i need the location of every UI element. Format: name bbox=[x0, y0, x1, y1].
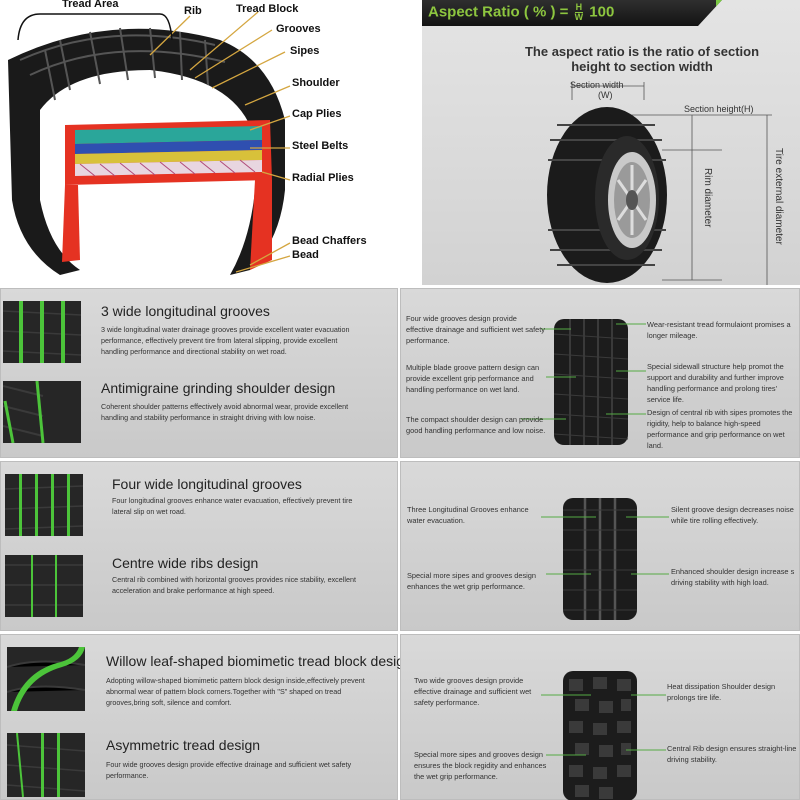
tire-tread-front-2 bbox=[559, 498, 641, 620]
section-width-label: Section width bbox=[570, 80, 624, 90]
feature-panel-3: Willow leaf-shaped biomimetic tread bloc… bbox=[0, 634, 412, 800]
rim-diameter-label: Rim diameter bbox=[702, 168, 713, 228]
feature-desc-2: Coherent shoulder patterns effectively a… bbox=[101, 402, 349, 422]
tire-side-view-illustration bbox=[547, 82, 772, 285]
tread-image-shoulder bbox=[3, 381, 81, 443]
label-bead-chaffers: Bead Chaffers bbox=[292, 235, 367, 247]
callout-1-left-1: Four wide grooves design provide effecti… bbox=[406, 314, 546, 345]
callout-1-left-2: Multiple blade groove pattern design can… bbox=[406, 363, 540, 394]
tread-image-four-grooves bbox=[5, 474, 83, 536]
callout-3-left-2: Special more sipes and grooves design en… bbox=[414, 750, 547, 781]
label-grooves: Grooves bbox=[276, 23, 321, 35]
tire-external-diameter-label: Tire external diameter bbox=[773, 148, 784, 245]
callout-2-left-2: Special more sipes and grooves design en… bbox=[407, 571, 537, 591]
aspect-ratio-description: The aspect ratio is the ratio of section… bbox=[512, 44, 772, 74]
callout-1-left-3: The compact shoulder design can provide … bbox=[406, 415, 546, 435]
callout-3-right-2: Central Rib design ensures straight-line… bbox=[667, 744, 797, 764]
section-width-symbol: (W) bbox=[598, 90, 613, 100]
callout-2-left-1: Three Longitudinal Grooves enhance water… bbox=[407, 505, 529, 525]
aspect-ratio-title-suffix: 100 bbox=[589, 3, 615, 21]
label-bead: Bead bbox=[292, 249, 319, 261]
callout-lines-3 bbox=[541, 694, 666, 756]
tread-image-willow-leaf bbox=[7, 647, 85, 711]
callout-1-right-3: Design of central rib with sipes promote… bbox=[647, 408, 793, 450]
label-shoulder: Shoulder bbox=[292, 77, 340, 89]
feature-title-2: Antimigraine grinding shoulder design bbox=[101, 380, 336, 396]
label-tread-area: Tread Area bbox=[62, 0, 119, 10]
feature-desc-5: Adopting willow-shaped biomimetic patter… bbox=[106, 676, 365, 707]
feature-desc-4: Central rib combined with horizontal gro… bbox=[112, 575, 356, 595]
feature-panel-1: 3 wide longitudinal grooves 3 wide longi… bbox=[0, 288, 398, 458]
label-sipes: Sipes bbox=[290, 45, 320, 57]
tread-image-asymmetric bbox=[7, 733, 85, 797]
fraction-numerator: H bbox=[574, 2, 584, 13]
aspect-ratio-title: Aspect Ratio ( % ) = H W 100 bbox=[428, 3, 614, 22]
label-cap-plies: Cap Plies bbox=[292, 108, 342, 120]
tread-image-three-grooves bbox=[3, 301, 81, 363]
callout-lines-1 bbox=[521, 323, 646, 420]
feature-title-5: Willow leaf-shaped biomimetic tread bloc… bbox=[106, 653, 412, 669]
feature-title-6: Asymmetric tread design bbox=[106, 737, 261, 753]
callout-panel-1: Four wide grooves design provide effecti… bbox=[400, 288, 800, 458]
tire-cutaway-illustration bbox=[8, 11, 291, 275]
fraction-denominator: W bbox=[574, 12, 584, 22]
label-tread-block: Tread Block bbox=[236, 3, 299, 15]
feature-title-3: Four wide longitudinal grooves bbox=[112, 476, 302, 492]
feature-title-4: Centre wide ribs design bbox=[112, 555, 259, 571]
feature-panel-2: Four wide longitudinal grooves Four long… bbox=[0, 461, 398, 631]
tire-tread-front-3 bbox=[559, 671, 641, 800]
callout-lines-2 bbox=[541, 516, 669, 575]
feature-title-1: 3 wide longitudinal grooves bbox=[101, 303, 270, 319]
label-rib: Rib bbox=[184, 5, 202, 17]
label-steel-belts: Steel Belts bbox=[292, 140, 349, 152]
callout-2-right-2: Enhanced shoulder design increase s driv… bbox=[671, 567, 795, 587]
description-line-2: height to section width bbox=[571, 59, 713, 74]
feature-desc-1: 3 wide longitudinal water drainage groov… bbox=[101, 325, 350, 356]
callout-1-right-1: Wear-resistant tread formulaiont promise… bbox=[647, 320, 791, 340]
callout-3-right-1: Heat dissipation Shoulder design prolong… bbox=[667, 682, 776, 702]
callout-3-left-1: Two wide grooves design provide effectiv… bbox=[414, 676, 532, 707]
callout-panel-3: Two wide grooves design provide effectiv… bbox=[400, 634, 800, 800]
aspect-ratio-panel: Aspect Ratio ( % ) = H W 100 The aspect … bbox=[422, 0, 800, 285]
tread-image-centre-ribs bbox=[5, 555, 83, 617]
callout-panel-2: Three Longitudinal Grooves enhance water… bbox=[400, 461, 800, 631]
callout-1-right-2: Special sidewall structure help promot t… bbox=[647, 362, 784, 404]
feature-desc-6: Four wide grooves design provide effecti… bbox=[106, 760, 352, 780]
tire-cross-section-diagram: Tread Area Rib Tread Block Grooves Sipes… bbox=[0, 0, 420, 285]
aspect-ratio-title-prefix: Aspect Ratio ( % ) = bbox=[428, 3, 569, 21]
label-radial-plies: Radial Plies bbox=[292, 172, 354, 184]
description-line-1: The aspect ratio is the ratio of section bbox=[524, 44, 760, 59]
feature-desc-3: Four longitudinal grooves enhance water … bbox=[112, 496, 353, 516]
aspect-ratio-fraction: H W bbox=[574, 2, 584, 22]
callout-2-right-1: Silent groove design decreases noise whi… bbox=[671, 505, 794, 525]
section-height-label: Section height(H) bbox=[684, 104, 754, 114]
